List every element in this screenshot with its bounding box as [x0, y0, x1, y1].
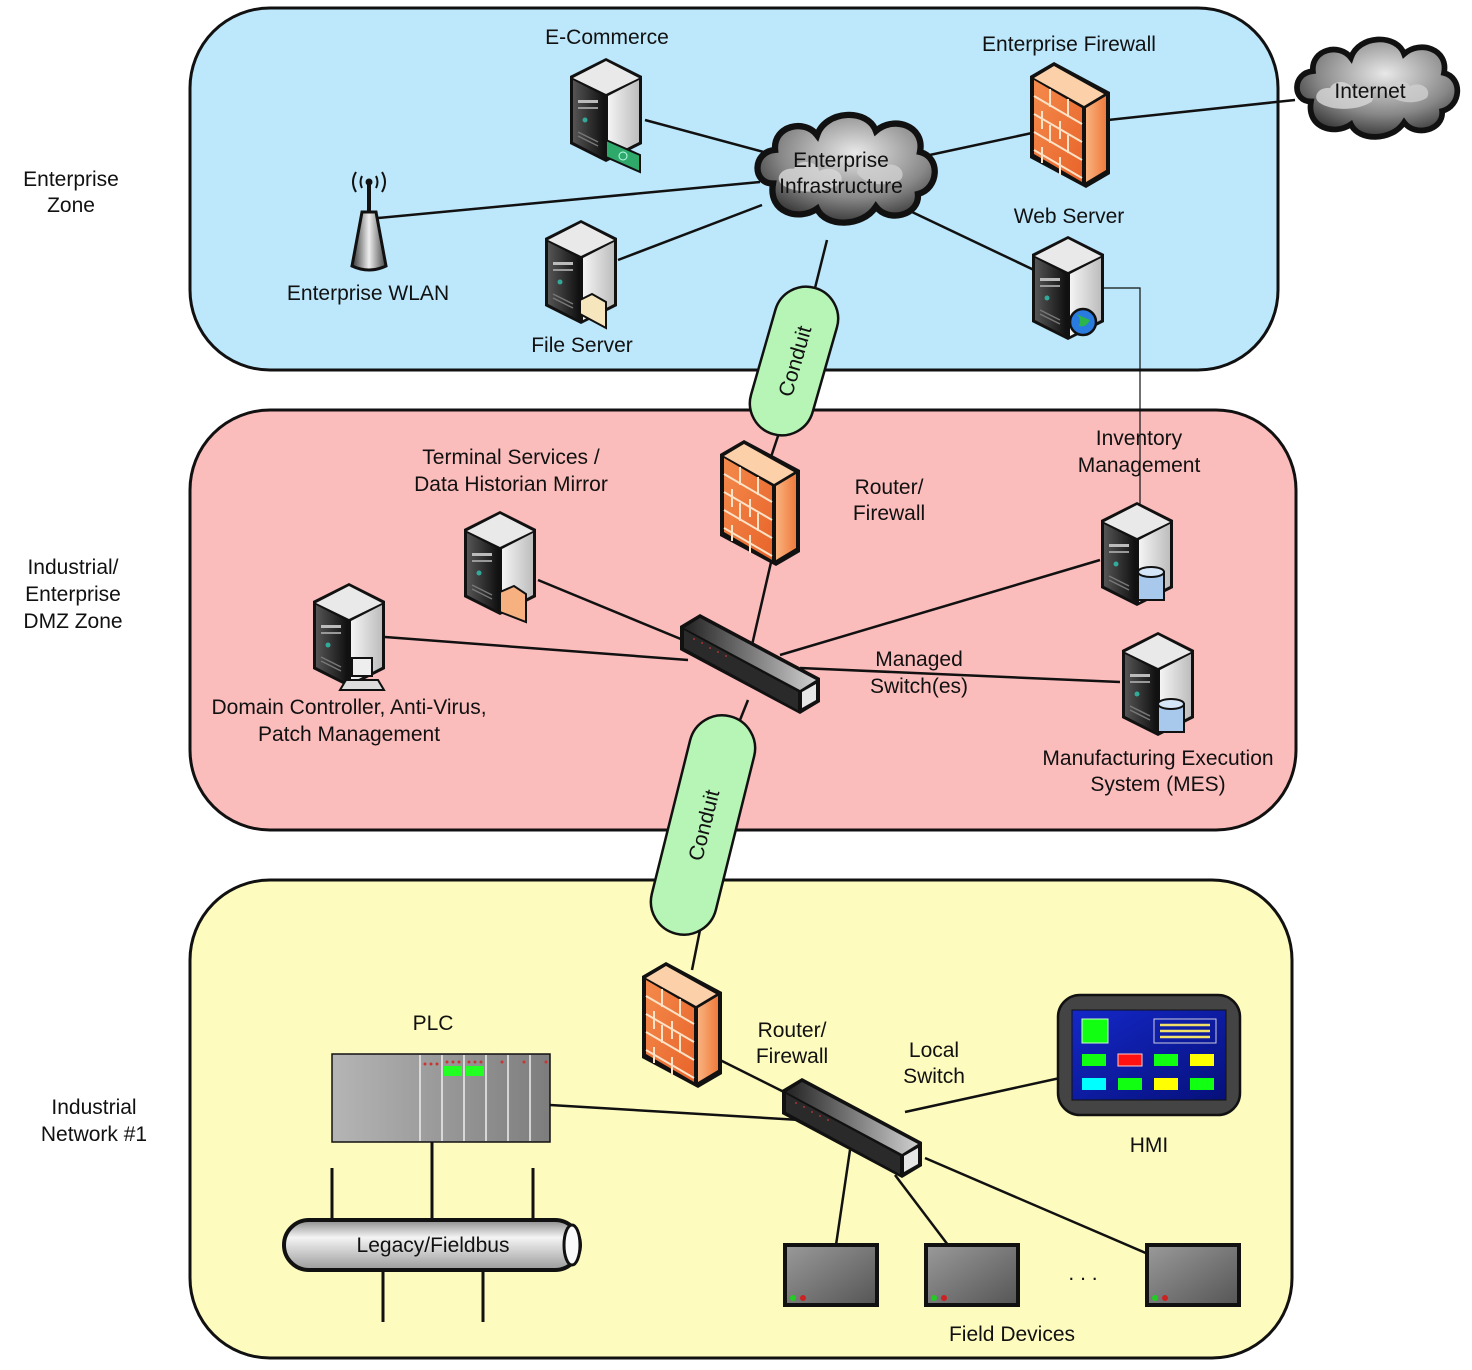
money-icon	[605, 138, 641, 174]
link-fileserver-cloud	[617, 203, 763, 262]
link-switch-mes	[799, 666, 1121, 684]
link-localswitch-dev3	[924, 1156, 1149, 1256]
plc-rack[interactable]	[331, 1053, 551, 1143]
dmz-zone	[188, 408, 1298, 832]
ecommerce-server[interactable]	[569, 57, 643, 174]
hmi-panel[interactable]	[1056, 993, 1242, 1117]
link-localswitch-hmi	[904, 1076, 1061, 1114]
mes-server[interactable]	[1121, 631, 1195, 737]
link-cloud-webserver	[911, 210, 1035, 272]
link-plc-localswitch	[549, 1103, 801, 1122]
field-devices-ellipsis: . . .	[1068, 1262, 1097, 1285]
link-webserver-inventory	[1104, 287, 1141, 505]
terminal-services-label: Terminal Services /Data Historian Mirror	[414, 446, 608, 496]
web-server[interactable]	[1031, 235, 1105, 341]
enterprise-wlan-label: Enterprise WLAN	[287, 282, 449, 305]
link-localswitch-dev2	[894, 1174, 949, 1246]
link-wlan-cloud	[377, 180, 761, 220]
link-switch-inventory	[779, 558, 1101, 657]
domain-controller-label: Domain Controller, Anti-Virus,Patch Mana…	[211, 696, 486, 746]
computer-icon	[351, 657, 373, 677]
link-ecommerce-cloud	[644, 118, 776, 157]
domain-controller-server[interactable]	[312, 582, 386, 691]
link-router-localswitch	[719, 1058, 791, 1097]
hmi-label: HMI	[1130, 1134, 1169, 1157]
inventory-server[interactable]	[1100, 501, 1174, 607]
database-icon	[1157, 698, 1185, 733]
conduit-dmz-industrial[interactable]: Conduit	[644, 708, 762, 941]
wireless-signal-icon	[352, 171, 386, 193]
field-device[interactable]	[1145, 1243, 1241, 1307]
link-firewall-internet	[1107, 98, 1296, 122]
dmz-router-firewall-label: Router/Firewall	[853, 476, 925, 525]
fieldbus-drops	[330, 1142, 535, 1322]
web-server-label: Web Server	[1014, 205, 1125, 228]
folder-icon	[579, 292, 607, 330]
field-device[interactable]	[924, 1243, 1020, 1307]
file-server[interactable]	[544, 219, 618, 330]
plc-status-display	[466, 1066, 484, 1076]
firewall-badge-icon	[499, 584, 527, 624]
link-switch-conduit2	[738, 699, 750, 721]
enterprise-zone	[188, 6, 1280, 372]
industrial-router-firewall-label: Router/Firewall	[756, 1019, 828, 1068]
link-router-switch	[750, 557, 774, 646]
ecommerce-label: E-Commerce	[545, 26, 669, 49]
conduit-enterprise-dmz[interactable]: Conduit	[742, 279, 845, 443]
terminal-services-server[interactable]	[463, 510, 537, 624]
database-icon	[1137, 566, 1165, 601]
link-conduit2-router	[690, 929, 702, 971]
link-localswitch-dev1	[834, 1149, 852, 1246]
internet-cloud[interactable]: Internet	[1297, 39, 1457, 136]
link-domain-switch	[384, 635, 689, 662]
plc-status-display	[444, 1066, 462, 1076]
internet-label: Internet	[1334, 80, 1405, 103]
field-device[interactable]	[783, 1243, 879, 1307]
legacy-fieldbus[interactable]: Legacy/Fieldbus	[282, 1218, 582, 1272]
file-server-label: File Server	[531, 334, 633, 357]
field-devices-label: Field Devices	[949, 1323, 1075, 1346]
enterprise-firewall-label: Enterprise Firewall	[982, 33, 1156, 56]
plc-label: PLC	[413, 1012, 454, 1035]
link-cloud-firewall	[924, 131, 1033, 158]
connections	[377, 98, 1296, 1256]
fieldbus-label: Legacy/Fieldbus	[357, 1234, 510, 1257]
enterprise-wlan[interactable]	[350, 171, 388, 272]
link-terminal-switch	[537, 578, 689, 644]
